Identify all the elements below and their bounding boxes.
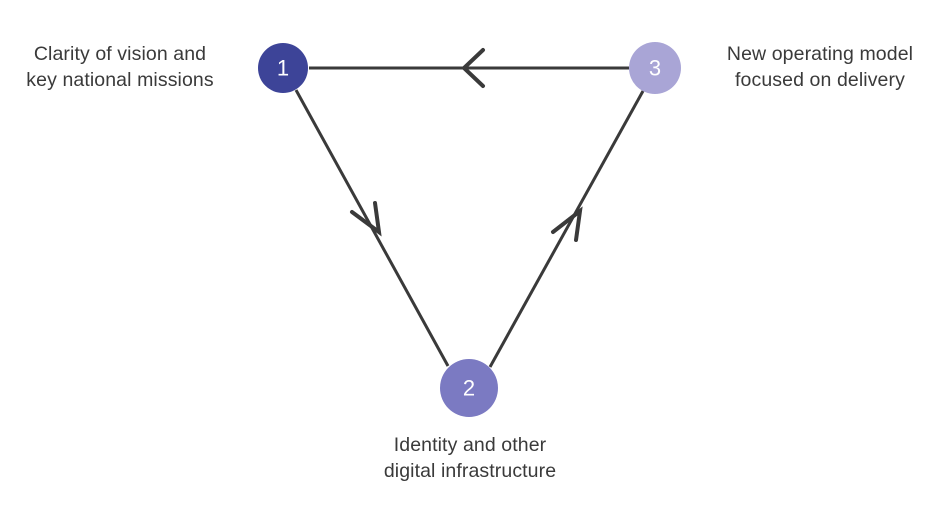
edge-1-to-2: [294, 89, 450, 367]
edge-1-to-2-arrowhead: [350, 201, 382, 237]
node-3[interactable]: 3: [629, 42, 681, 94]
node-1-label: Clarity of vision and key national missi…: [0, 41, 240, 93]
edge-2-to-3-arrowhead: [551, 206, 583, 242]
node-1[interactable]: 1: [258, 43, 308, 93]
node-1-circle[interactable]: [258, 43, 308, 93]
node-3-circle[interactable]: [629, 42, 681, 94]
edge-3-to-1: [309, 48, 629, 88]
node-3-number: 3: [649, 56, 661, 81]
node-1-label-line-1: Clarity of vision and: [33, 43, 207, 65]
edge-2-to-3: [488, 90, 645, 368]
node-2-label-line-2: digital infrastructure: [383, 460, 557, 482]
node-3-label-line-1: New operating model: [726, 43, 914, 65]
node-3-label: New operating model focused on delivery: [700, 41, 940, 93]
node-2[interactable]: 2: [440, 359, 498, 417]
node-2-circle[interactable]: [440, 359, 498, 417]
node-3-label-line-2: focused on delivery: [735, 69, 905, 91]
edge-2-to-3-line: [488, 90, 645, 368]
node-1-label-line-2: key national missions: [26, 69, 214, 91]
edge-3-to-1-arrowhead: [461, 48, 485, 88]
node-2-number: 2: [463, 376, 475, 401]
node-2-label: Identity and other digital infrastructur…: [350, 432, 590, 484]
node-2-label-line-1: Identity and other: [393, 434, 547, 456]
node-1-number: 1: [277, 56, 289, 81]
